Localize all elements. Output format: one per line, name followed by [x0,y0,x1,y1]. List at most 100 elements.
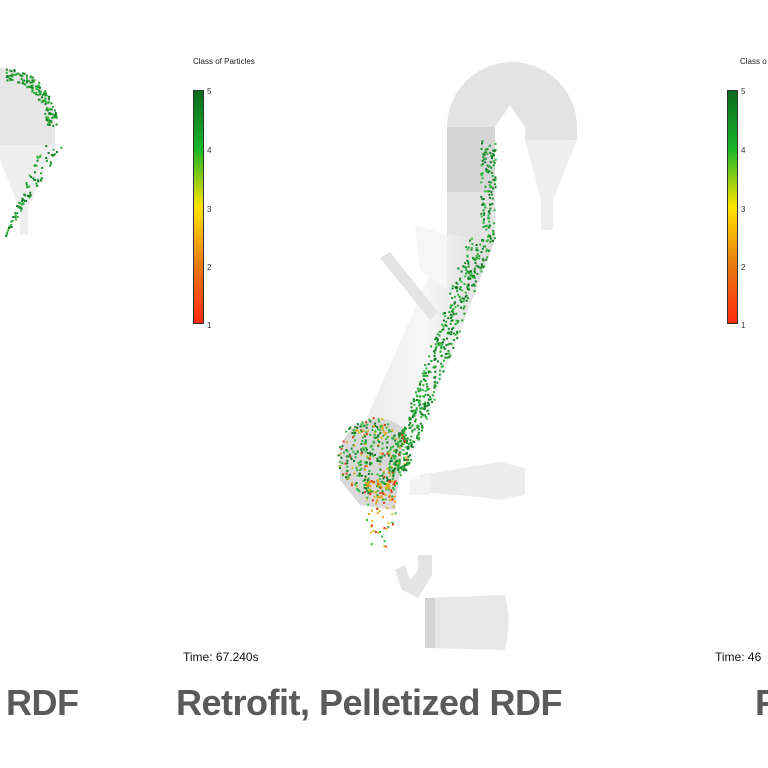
particle [393,461,396,464]
particle [34,178,37,181]
particle [492,149,495,152]
particle [480,172,483,175]
particle [398,446,401,449]
particle [25,183,28,186]
particle [467,283,470,286]
particle [397,464,400,467]
particle [494,186,497,189]
particle [401,429,404,432]
particle [442,325,445,328]
particle [52,124,55,127]
particle [388,428,391,431]
colorbar-gradient [193,90,204,324]
particle [417,438,420,441]
particle [487,214,490,217]
particle [383,501,386,504]
particle [388,484,391,487]
particle [11,78,14,81]
particle [431,394,434,397]
particle [442,370,445,373]
particle [415,394,418,397]
particle [13,69,16,72]
particle [488,234,491,237]
particle [369,433,372,436]
particle [481,247,484,250]
particle [448,342,451,345]
particle [353,429,356,432]
particle [354,439,357,442]
particle [353,444,356,447]
particle [374,436,377,439]
particle [424,371,427,374]
particle [439,331,442,334]
particle [395,482,398,485]
particle [456,332,459,335]
particle [406,437,409,440]
particle [489,237,492,240]
particle [45,119,48,122]
particle [350,457,353,460]
particle [31,90,34,93]
particle [441,341,444,344]
particle [30,176,33,179]
particle [25,77,28,80]
particle [364,435,367,438]
particle [474,280,477,283]
particle [368,481,371,484]
particle [467,262,470,265]
particle [432,391,435,394]
particle [38,90,41,93]
particle [488,184,491,187]
particle [482,266,485,269]
particle [404,437,407,440]
particle [483,212,486,215]
particle [386,479,389,482]
particle [488,212,491,215]
particle [454,333,457,336]
particle [371,473,374,476]
particle [382,493,385,496]
particle [381,426,384,429]
particle [417,433,420,436]
particle [366,489,369,492]
particle [402,449,405,452]
particle [345,472,348,475]
particle [385,476,388,479]
particle [452,346,455,349]
particle [362,429,365,432]
particle [465,268,468,271]
particle [414,418,417,421]
particle [351,482,354,485]
particle [20,203,23,206]
particle [20,78,23,81]
particle [483,153,486,156]
particle [455,281,458,284]
particle [356,488,359,491]
particle [406,440,409,443]
particle [490,154,493,157]
particle [375,491,378,494]
particle [424,415,427,418]
particle [381,442,384,445]
particle [387,450,390,453]
particle [372,454,375,457]
particle [377,439,380,442]
particle [485,240,488,243]
particle [418,395,421,398]
particle [405,446,408,449]
particle [28,174,31,177]
particle [404,463,407,466]
particle [414,411,417,414]
particle [21,75,24,78]
particle [47,151,50,154]
particle [343,451,346,454]
particle [45,145,48,148]
particle [469,270,472,273]
particle [434,370,437,373]
particle [402,456,405,459]
particle [365,455,368,458]
particle [19,74,22,77]
particle [32,177,35,180]
particle [346,459,349,462]
particle [11,75,14,78]
